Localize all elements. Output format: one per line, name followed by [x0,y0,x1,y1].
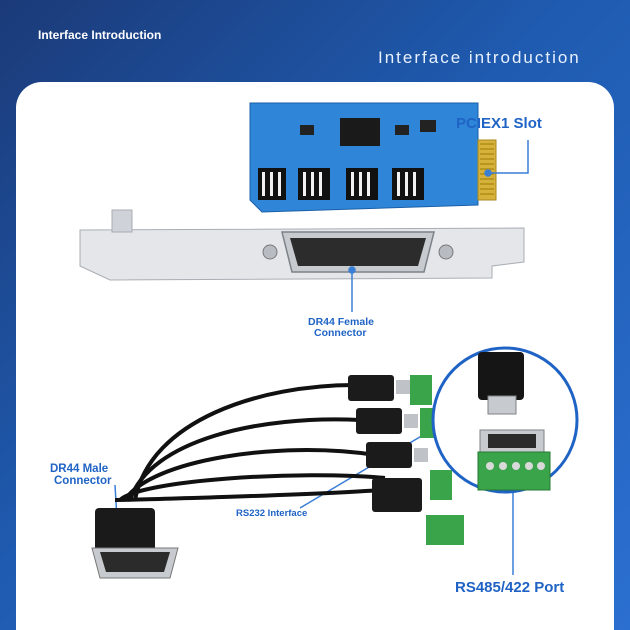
pcie-card-icon [79,102,525,281]
pcie-slot-label: PCIEX1 Slot [456,115,542,132]
male-connector-label-line1: DR44 Male [50,463,109,475]
male-connector-label: DR44 Male Connector [50,463,112,487]
female-connector-label: DR44 Female Connector [308,317,374,339]
breakout-cable-icon [91,375,464,579]
male-connector-label-line2: Connector [54,475,112,487]
header-title: Interface Introduction [38,28,162,42]
female-connector-label-line2: Connector [314,327,367,339]
header-subtitle: Interface introduction [378,48,581,67]
rs485-port-label: RS485/422 Port [455,579,565,596]
female-connector-label-line1: DR44 Female [308,316,374,328]
rs232-interface-label: RS232 Interface [236,508,308,519]
connector-zoom-circle-icon [431,346,579,494]
